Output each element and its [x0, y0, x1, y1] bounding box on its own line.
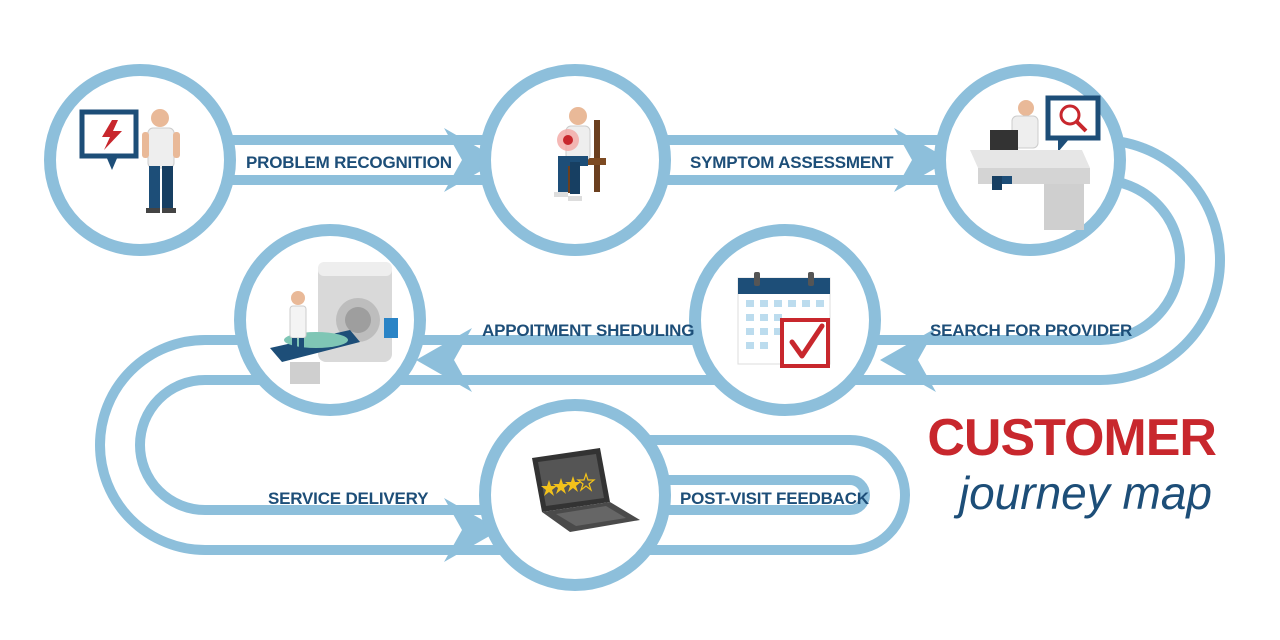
- arrow-left-1: [880, 328, 936, 392]
- calendar-check-icon: [737, 272, 831, 368]
- step-label-symptom-assessment: SYMPTOM ASSESSMENT: [690, 153, 894, 172]
- seated-patient-pain-icon: [554, 107, 606, 201]
- step-label-appointment-scheduling: APPOITMENT SHEDULING: [482, 321, 694, 340]
- laptop-desk-search-icon: [970, 95, 1101, 230]
- arrow-right-3: [444, 498, 500, 562]
- arrow-right-1: [444, 128, 500, 192]
- warning-monitor-person-icon: [79, 109, 180, 213]
- step-label-problem-recognition: PROBLEM RECOGNITION: [246, 153, 452, 172]
- step-label-search-for-provider: SEARCH FOR PROVIDER: [930, 321, 1132, 340]
- title-sub: journey map: [958, 467, 1212, 519]
- page-title: CUSTOMER journey map: [927, 409, 1217, 520]
- step-label-service-delivery: SERVICE DELIVERY: [268, 489, 429, 508]
- step-circle-1: [44, 64, 236, 256]
- title-main: CUSTOMER: [927, 409, 1217, 467]
- arrow-right-2: [894, 128, 950, 192]
- step-label-post-visit-feedback: POST-VISIT FEEDBACK: [680, 489, 870, 508]
- arrow-left-2: [416, 328, 472, 392]
- mri-scanner-icon: [270, 262, 398, 384]
- laptop-rating-stars-icon: [532, 448, 640, 532]
- direction-arrows: [416, 128, 950, 562]
